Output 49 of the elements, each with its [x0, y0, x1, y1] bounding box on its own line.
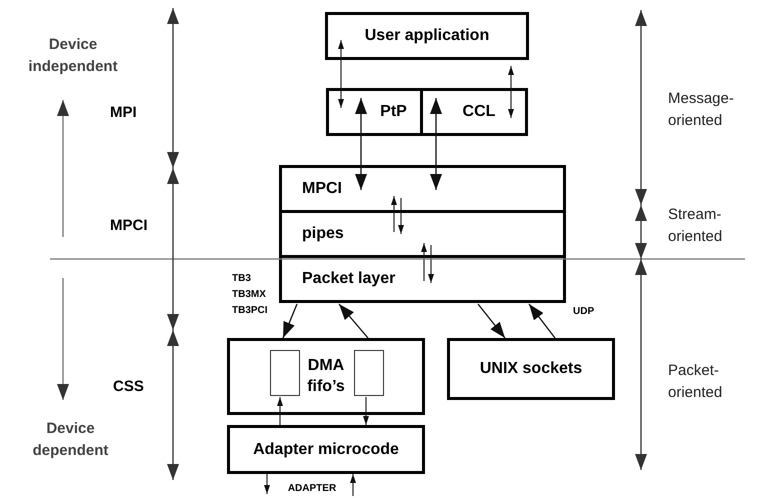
layer-box: [420, 88, 528, 136]
arrow: [391, 196, 397, 232]
arrow: [338, 40, 344, 108]
arrow: [528, 304, 556, 338]
layer-label: CCL: [462, 103, 496, 121]
arrow: [421, 242, 427, 282]
signal-label: ADAPTER: [288, 483, 336, 494]
layer-label: Message-oriented: [668, 89, 735, 131]
layer-box: [279, 210, 566, 258]
layer-label: pipes: [302, 225, 344, 243]
layer-label: UNIX sockets: [480, 360, 582, 378]
arrow: [277, 396, 283, 426]
layer-label: MPCI: [302, 180, 342, 198]
fifo-rect: [270, 350, 300, 396]
layer-box: [326, 88, 423, 136]
layer-box: [279, 165, 566, 213]
arrow: [428, 244, 434, 284]
layer-label: Stream-oriented: [668, 205, 724, 247]
hardware-box: [227, 425, 425, 474]
layer-box: [279, 255, 566, 303]
arrow: [508, 66, 514, 118]
layer-label: Packet layer: [302, 270, 396, 288]
signal-label: UDP: [573, 306, 594, 318]
layer-label: PtP: [380, 103, 407, 121]
signal-label: TB3PCI: [232, 305, 268, 317]
signal-label: TB3MX: [232, 289, 266, 301]
layer-label: Packet-oriented: [668, 361, 724, 403]
arrow: [355, 98, 367, 190]
layer-label: User application: [364, 27, 490, 45]
arrow: [430, 98, 442, 190]
arrow: [282, 304, 298, 338]
layer-label: Adapter microcode: [253, 440, 399, 458]
arrow: [338, 304, 368, 338]
layer-box: [447, 338, 615, 400]
layer-label: MPI: [110, 103, 137, 123]
layer-label: Device dependent: [32, 419, 110, 461]
arrow: [350, 474, 356, 496]
hardware-box: [227, 338, 425, 415]
arrow: [398, 198, 404, 234]
arrow: [363, 396, 369, 426]
layer-label: MPCI: [110, 216, 148, 236]
layer-box: [325, 12, 529, 60]
fifo-rect: [354, 350, 384, 396]
layer-label: CSS: [113, 377, 144, 397]
layer-label: DMA fifo’s: [306, 356, 346, 396]
layer-label: Device independent: [27, 35, 119, 77]
arrow: [478, 304, 506, 338]
signal-label: TB3: [232, 273, 251, 285]
arrow: [264, 474, 270, 494]
